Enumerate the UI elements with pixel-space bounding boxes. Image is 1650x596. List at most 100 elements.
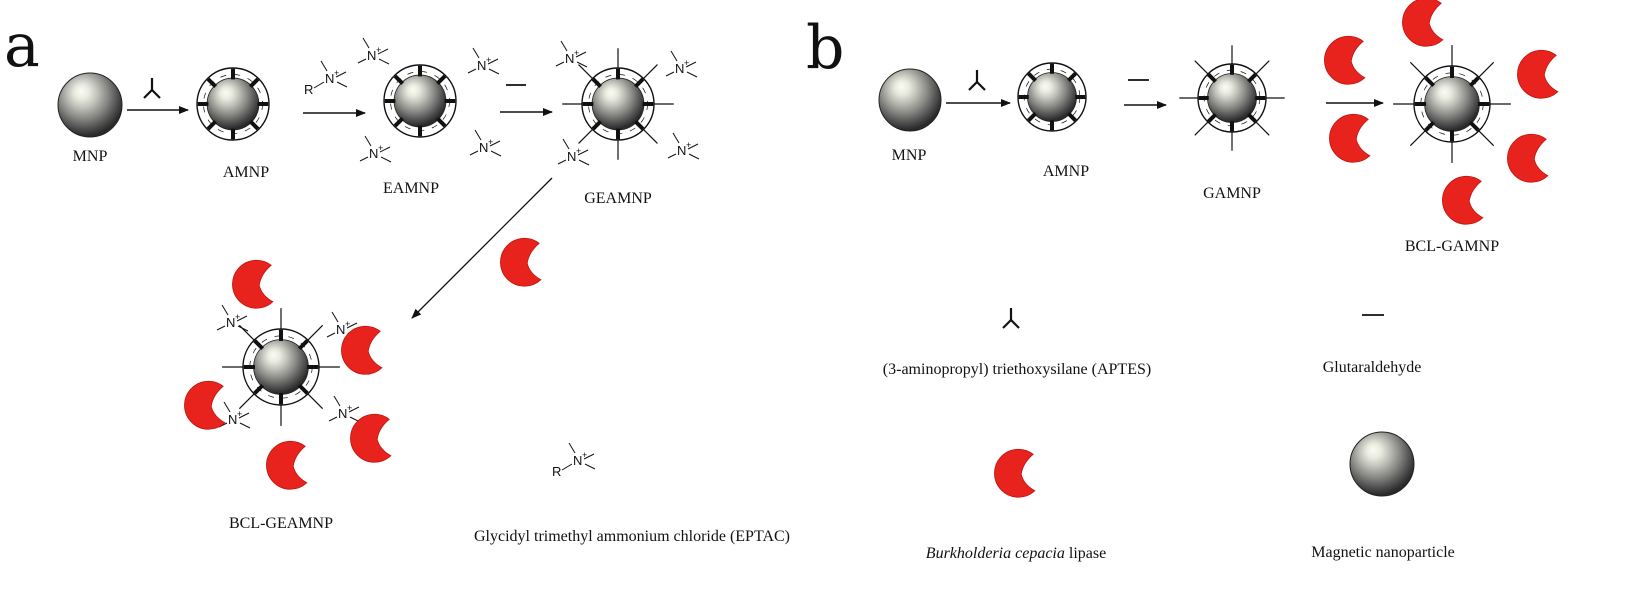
ammonium-group: N+ bbox=[667, 132, 700, 160]
methyl-bond bbox=[236, 315, 248, 322]
linker-spoke bbox=[1194, 60, 1209, 75]
linker-spoke bbox=[578, 64, 594, 80]
amine-spoke bbox=[248, 119, 260, 131]
methyl-bond bbox=[487, 58, 499, 65]
methyl-bond bbox=[335, 71, 347, 78]
positive-charge: + bbox=[378, 143, 383, 153]
amine-spoke bbox=[1247, 73, 1257, 83]
methyl-bond bbox=[320, 60, 328, 72]
methyl-bond bbox=[685, 61, 697, 68]
amine-spoke bbox=[1424, 120, 1436, 132]
amine-spoke bbox=[435, 116, 447, 128]
positive-charge: + bbox=[488, 137, 493, 147]
amine-spoke bbox=[591, 119, 603, 131]
amine-spoke bbox=[253, 383, 265, 395]
linker-spoke bbox=[1409, 61, 1427, 79]
methyl-bond bbox=[578, 159, 590, 166]
lipase-enzyme bbox=[1329, 113, 1371, 163]
amine-spoke bbox=[253, 339, 265, 351]
bcl-geamnp-ammonium-groups: N+N+N+N+ bbox=[216, 304, 361, 429]
tripod-leg bbox=[1010, 319, 1020, 329]
linker-spoke bbox=[1477, 129, 1495, 147]
nitrogen-atom: N bbox=[325, 71, 334, 86]
linker-spoke bbox=[642, 64, 658, 80]
eamnp-label: EAMNP bbox=[383, 180, 439, 197]
positive-charge: + bbox=[486, 55, 491, 65]
linker-spoke bbox=[1255, 60, 1270, 75]
methyl-bond bbox=[488, 68, 500, 75]
linker-spoke bbox=[306, 392, 324, 410]
nitrogen-atom: N bbox=[226, 315, 235, 330]
ammonium-group: N+ bbox=[467, 47, 500, 75]
amine-spoke bbox=[1468, 76, 1480, 88]
positive-charge: + bbox=[235, 312, 240, 322]
lipase-enzyme bbox=[1507, 133, 1549, 183]
linker-spoke bbox=[238, 392, 256, 410]
geamnp-particle bbox=[562, 48, 674, 160]
nitrogen-atom: N bbox=[567, 149, 576, 164]
legend-lipase-label: Burkholderia cepacia lipase bbox=[926, 545, 1106, 562]
nitrogen-atom: N bbox=[336, 322, 345, 337]
nitrogen-atom: N bbox=[479, 140, 488, 155]
methyl-bond bbox=[575, 51, 587, 58]
tripod-leg bbox=[151, 89, 161, 99]
methyl-bond bbox=[489, 140, 501, 147]
amine-spoke bbox=[591, 77, 603, 89]
linker-spoke bbox=[1194, 121, 1209, 136]
methyl-bond bbox=[665, 71, 675, 77]
bcl-geamnp-particle bbox=[222, 308, 340, 426]
ammonium-group: N+ bbox=[557, 138, 590, 166]
amine-spoke bbox=[1424, 76, 1436, 88]
methyl-bond bbox=[362, 37, 370, 49]
nitrogen-atom: N bbox=[367, 48, 376, 63]
amine-spoke bbox=[393, 116, 405, 128]
methyl-bond bbox=[687, 143, 699, 150]
methyl-bond bbox=[584, 463, 596, 470]
lipase-enzyme bbox=[1442, 175, 1484, 225]
methyl-bond bbox=[568, 442, 576, 454]
methyl-bond bbox=[688, 153, 700, 160]
methyl-bond bbox=[562, 138, 570, 150]
eamnp-ammonium-groups: N+N+N+N+ bbox=[357, 37, 502, 163]
nitrogen-atom: N bbox=[675, 61, 684, 76]
methyl-bond bbox=[357, 58, 367, 64]
methyl-bond bbox=[333, 395, 341, 407]
ammonium-group: N+ bbox=[357, 37, 390, 65]
sphere-core bbox=[1349, 431, 1415, 497]
r-bond bbox=[313, 81, 325, 89]
bcl-geamnp-enzymes bbox=[184, 259, 392, 490]
positive-charge: + bbox=[582, 450, 587, 460]
amine-spoke bbox=[1207, 73, 1217, 83]
amine-spoke bbox=[206, 119, 218, 131]
methyl-bond bbox=[238, 412, 250, 419]
methyl-bond bbox=[667, 153, 677, 159]
ammonium-group: N+ bbox=[665, 50, 698, 78]
amine-spoke bbox=[1247, 113, 1257, 123]
geamnp-label: GEAMNP bbox=[584, 190, 652, 207]
methyl-bond bbox=[577, 149, 589, 156]
amine-spoke bbox=[1027, 72, 1037, 82]
amine-spoke bbox=[435, 74, 447, 86]
methyl-bond bbox=[557, 159, 567, 165]
mnp-label-b: MNP bbox=[892, 147, 927, 164]
ammonium-group: N+ bbox=[359, 135, 392, 163]
bcl-gamnp-particle bbox=[1393, 45, 1511, 163]
methyl-bond bbox=[469, 150, 479, 156]
methyl-bond bbox=[326, 332, 336, 338]
amine-spoke bbox=[633, 77, 645, 89]
methyl-bond bbox=[583, 453, 595, 460]
amine-spoke bbox=[1027, 112, 1037, 122]
eptac-structure-icon: N+R bbox=[552, 442, 596, 479]
gamnp-label: GAMNP bbox=[1203, 185, 1261, 202]
methyl-bond bbox=[672, 132, 680, 144]
nitrogen-atom: N bbox=[565, 51, 574, 66]
methyl-bond bbox=[336, 81, 348, 88]
ammonium-group: N+ bbox=[328, 395, 361, 423]
linker-spoke bbox=[1409, 129, 1427, 147]
methyl-bond bbox=[237, 325, 249, 332]
methyl-bond bbox=[378, 58, 390, 65]
amine-spoke bbox=[297, 383, 309, 395]
methyl-bond bbox=[377, 48, 389, 55]
positive-charge: + bbox=[686, 140, 691, 150]
